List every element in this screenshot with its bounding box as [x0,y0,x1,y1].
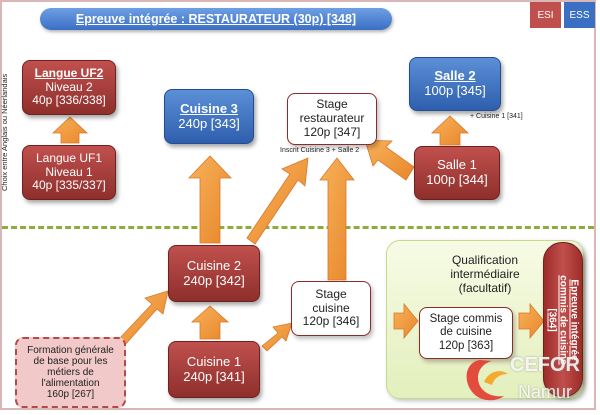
tag-esi: ESI [530,2,561,28]
qualification-label: Qualification intermédiaire (facultatif) [450,253,520,295]
arrow-cuisine1-cuisine2 [190,305,230,340]
cuisine3-box: Cuisine 3 240p [343] [164,89,254,144]
salle1-box: Salle 1 100p [344] [414,146,500,200]
formation-generale-box: Formation générale de base pour les méti… [15,337,126,408]
arrow-cuisine2-cuisine3 [188,155,232,244]
arrow-stagecuisine-stageresto [319,157,355,281]
langue-uf2-box: Langue UF2 Niveau 2 40p [336/338] [22,60,116,115]
epreuve-commis-box: Epreuve intégrée commis de cuisine [364] [543,242,583,397]
logo-subtext: Namur [518,382,573,402]
stage-commis-box: Stage commis de cuisine 120p [363] [419,307,513,359]
arrow-stagecommis-epreuve [518,302,545,340]
logo-text: CEFOR [510,354,580,376]
arrow-salle1-salle2 [430,115,470,146]
langue-uf1-box: Langue UF1 Niveau 1 40p [335/337] [22,145,116,200]
arrow-stagecuisine-stagecommis [393,302,419,340]
arrow-cuisine2-stageresto [246,157,309,245]
salle2-prereq-note: + Cuisine 1 [341] [470,113,523,120]
arrow-salle1-stageresto [364,139,415,181]
stage-prereq-note: Inscrit Cuisine 3 + Salle 2 [280,147,360,154]
cuisine2-box: Cuisine 2 240p [342] [168,245,260,302]
arrow-langue [51,116,89,144]
page-title: Epreuve intégrée : RESTAURATEUR (30p) [3… [40,8,392,30]
arrow-formation-cuisine2 [117,290,169,347]
cuisine1-box: Cuisine 1 240p [341] [168,341,260,398]
stage-restaurateur-box: Stage restaurateur 120p [347] [287,93,377,145]
cefor-logo: CEFOR Namur [460,352,585,410]
salle2-box: Salle 2 100p [345] [409,57,501,111]
arrow-cuisine1-stagecuisine [261,322,293,352]
tag-ess: ESS [564,2,595,28]
divider-line [2,226,594,229]
stage-cuisine-box: Stage cuisine 120p [346] [291,281,371,336]
